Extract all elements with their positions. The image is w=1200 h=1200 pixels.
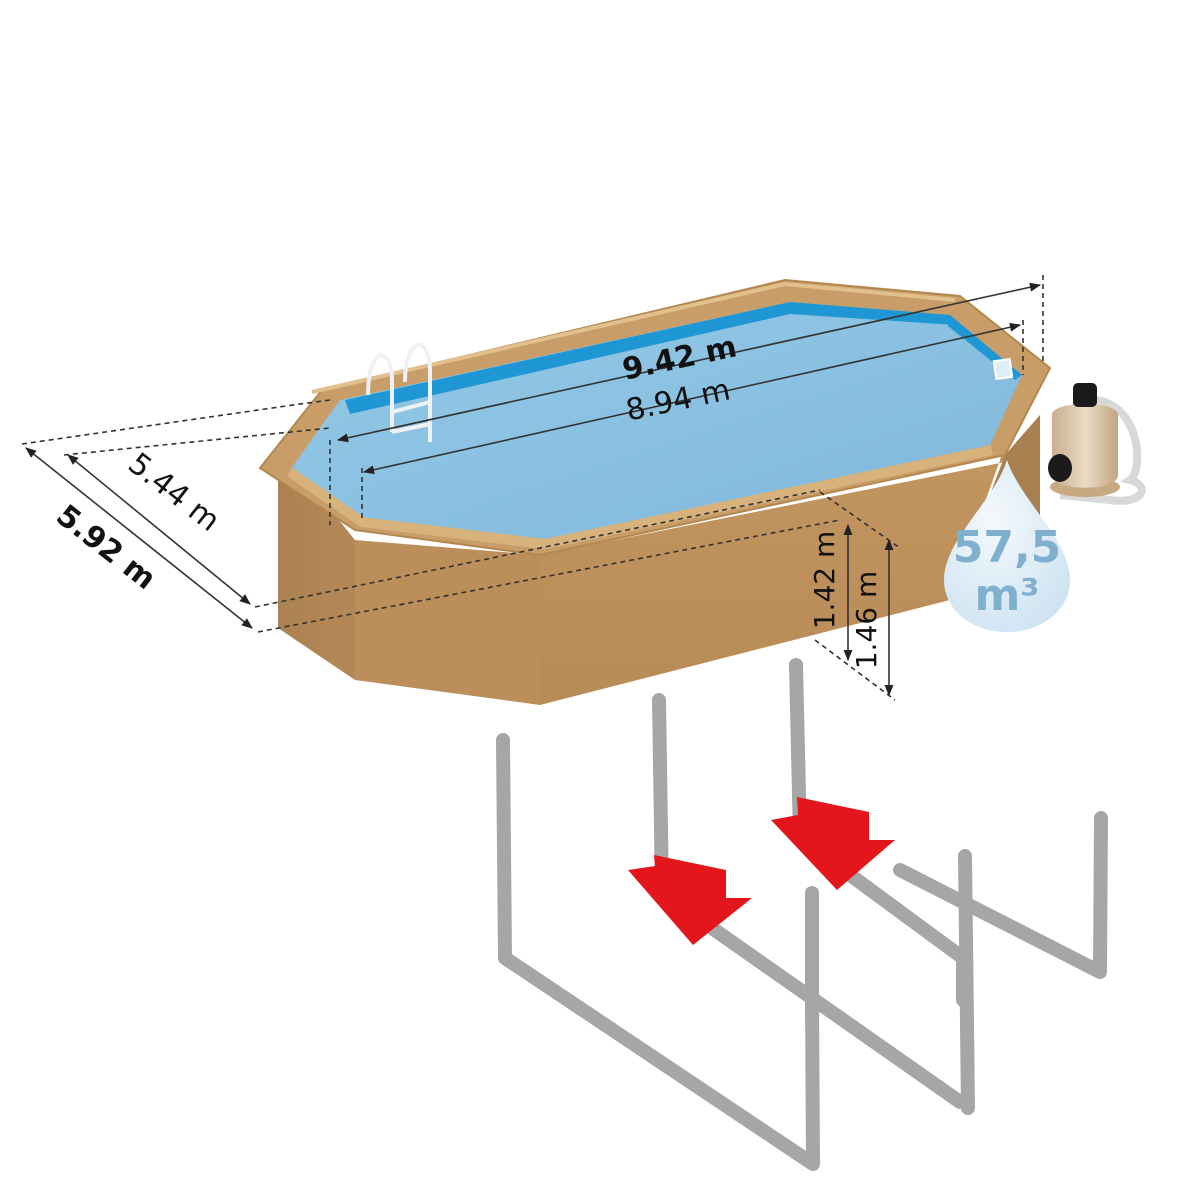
outer-width-label: 5.92 m xyxy=(49,498,162,597)
inner-height-label: 1.42 m xyxy=(808,531,841,630)
water-drop-icon xyxy=(944,460,1070,632)
foundation-bar-1 xyxy=(496,733,820,1171)
volume-unit: m³ xyxy=(974,570,1039,621)
foundation-bar-3-tail xyxy=(893,811,1108,979)
dimension-lines xyxy=(21,275,1044,701)
inner-width-label: 5.44 m xyxy=(121,446,226,539)
volume-value: 57,5 xyxy=(953,522,1062,573)
foundation-bars xyxy=(496,658,1108,1171)
red-arrow-icon xyxy=(771,797,895,890)
pool-body xyxy=(258,278,1052,705)
volume-drop: 57,5 m³ xyxy=(944,460,1070,632)
red-arrow-icon xyxy=(628,855,752,945)
insert-arrows xyxy=(628,797,895,945)
outer-height-label: 1.46 m xyxy=(850,571,883,670)
skimmer-icon xyxy=(992,357,1014,381)
sand-filter-icon xyxy=(1048,383,1146,505)
